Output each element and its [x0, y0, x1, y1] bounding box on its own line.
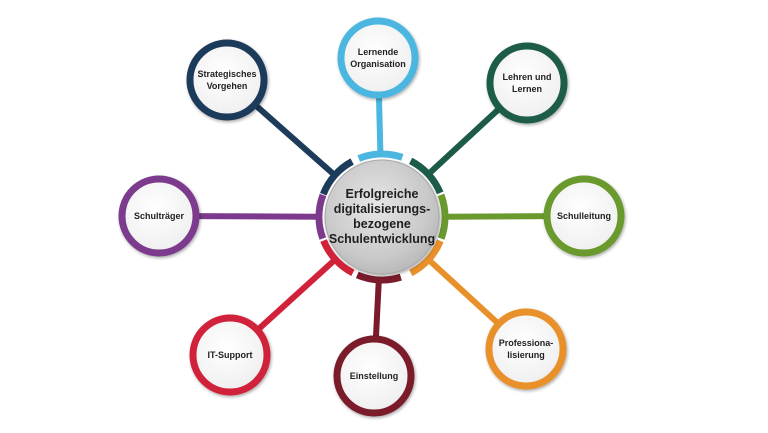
node-schulleitung	[543, 175, 625, 257]
hub-layer	[323, 158, 441, 276]
node-professionalisierung	[485, 308, 567, 390]
hub-arc-schultraeger	[315, 193, 327, 240]
connector-schulleitung	[444, 213, 550, 220]
node-circle-strategisches-vorgehen	[186, 39, 268, 121]
connector-layer	[193, 92, 550, 342]
node-circle-professionalisierung	[485, 308, 567, 390]
node-layer	[118, 17, 625, 417]
connector-lehren-und-lernen	[426, 104, 504, 177]
hub-arc-lehren-und-lernen	[408, 157, 444, 195]
connector-einstellung	[372, 279, 382, 342]
connector-schultraeger	[193, 213, 320, 220]
hub-arc-layer	[315, 150, 449, 284]
node-it-support	[189, 314, 271, 396]
node-einstellung	[333, 335, 415, 417]
node-circle-einstellung	[333, 335, 415, 417]
connector-it-support	[253, 257, 338, 334]
node-circle-lernende-organisation	[337, 17, 419, 99]
hub-arc-einstellung	[355, 271, 402, 284]
node-schultraeger	[118, 175, 200, 257]
node-circle-lehren-und-lernen	[486, 42, 568, 124]
hub-arc-it-support	[320, 239, 355, 276]
hub-arc-strategisches-vorgehen	[320, 158, 354, 196]
connector-strategisches-vorgehen	[251, 100, 337, 178]
hub-arc-lernende-organisation	[357, 150, 404, 162]
connector-lernende-organisation	[375, 92, 384, 155]
node-lehren-und-lernen	[486, 42, 568, 124]
connector-professionalisierung	[426, 257, 503, 328]
hub-arc-schulleitung	[437, 193, 449, 240]
node-strategisches-vorgehen	[186, 39, 268, 121]
hub-circle	[324, 159, 440, 275]
node-lernende-organisation	[337, 17, 419, 99]
node-circle-it-support	[189, 314, 271, 396]
node-circle-schultraeger	[118, 175, 200, 257]
node-circle-schulleitung	[543, 175, 625, 257]
hub-arc-professionalisierung	[409, 239, 444, 277]
